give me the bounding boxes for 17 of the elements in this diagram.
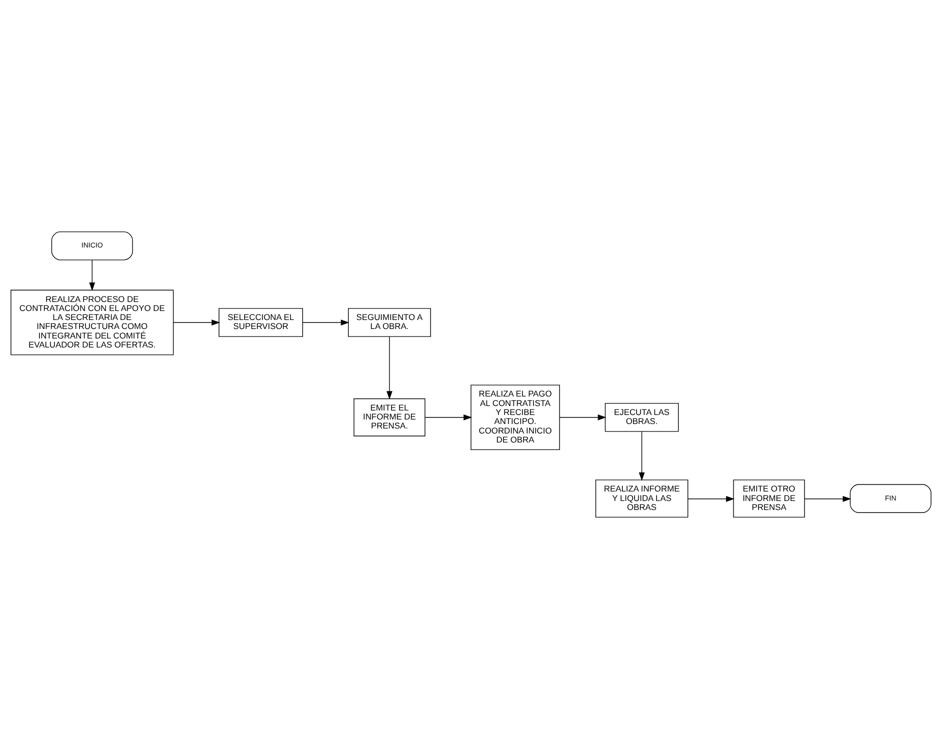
node-box: EMITE EL INFORME DE PRENSA.	[354, 398, 426, 436]
node-box: SELECCIONA EL SUPERVISOR	[218, 308, 303, 337]
arrow	[804, 496, 852, 502]
arrow	[386, 336, 392, 400]
arrow	[638, 431, 645, 481]
node-box: EJECUTA LAS OBRAS.	[604, 402, 679, 432]
node-box: REALIZA PROCESO DE CONTRATACIÓN CON EL APOYO DE LA SECRETARIA DE INFRAESTRUCTURA COMO INTEGRANTE DEL COMITÉ EVALUADOR DE LAS OFERTAS.	[10, 290, 174, 356]
node-box: REALIZA EL PAGO AL CONTRATISTA Y RECIBE ANTICIPO. COORDINA INICIO DE OBRA	[470, 384, 560, 450]
node-box: EMITE OTRO INFORME DE PRENSA	[733, 480, 805, 518]
arrow	[688, 496, 735, 502]
arrow	[302, 320, 350, 326]
arrow	[89, 260, 96, 291]
arrow	[173, 320, 220, 326]
arrow	[424, 414, 472, 420]
node-box: REALIZA INFORME Y LIQUIDA LAS OBRAS	[595, 480, 688, 518]
node-box: SEGUIMIENTO A LA OBRA.	[348, 308, 431, 337]
arrow	[559, 414, 606, 420]
